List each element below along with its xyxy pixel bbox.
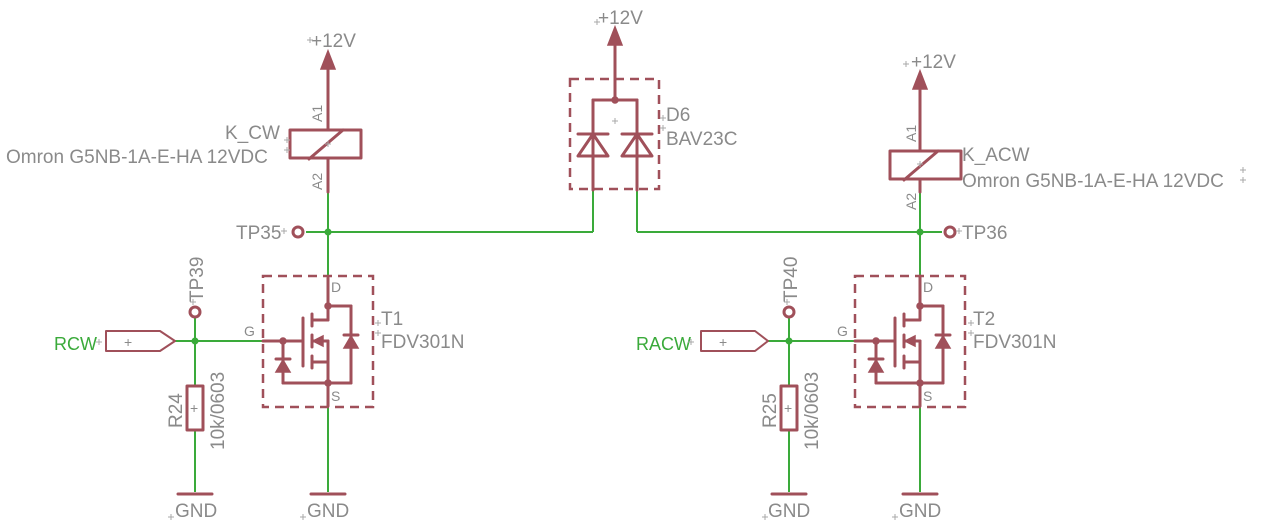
relay-k-cw: A1 A2 K_CW Omron G5NB-1A-E-HA 12VDC [6,105,363,194]
testpoint-tp40: TP40 [781,257,802,319]
gate-label: G [837,323,848,339]
port-symbol: + [124,334,132,350]
resistor-value: 10k/0603 [802,372,823,450]
ground-label: GND [175,501,217,522]
relay-value: Omron G5NB-1A-E-HA 12VDC [6,147,268,168]
mosfet-t1: G D S T1 FDV301N [244,274,464,409]
wires [175,190,942,492]
ground-3: GND [768,492,810,522]
testpoint-label: TP35 [236,223,281,244]
net-label: RACW [636,334,691,354]
origin-marks [96,19,1246,520]
testpoint-tp35: TP35 [236,223,305,244]
ground-label: GND [768,501,810,522]
relay-pin-a2: A2 [903,193,919,210]
diode-value: BAV23C [666,129,737,150]
diode-d6: D6 BAV23C [568,77,737,192]
relay-name: K_CW [225,123,280,144]
relay-k-acw: A1 A2 K_ACW Omron G5NB-1A-E-HA 12VDC [888,125,1224,210]
resistor-name: R24 [166,393,187,428]
gate-label: G [244,323,255,339]
resistor-name: R25 [760,393,781,428]
supply-12v-right: +12V [911,52,956,150]
ground-label: GND [307,501,349,522]
drain-label: D [923,279,933,295]
ground-label: GND [899,501,941,522]
mosfet-value: FDV301N [973,332,1056,353]
testpoint-label: TP36 [962,223,1007,244]
supply-12v-left: +12V [311,31,356,130]
relay-name: K_ACW [962,145,1030,166]
net-label: RCW [54,334,97,354]
resistor-r24: + R24 10k/0603 [166,372,229,450]
drain-label: D [331,279,341,295]
mosfet-t2: G D S T2 FDV301N [837,274,1056,409]
ground-4: GND [899,492,941,522]
source-label: S [923,388,932,404]
mosfet-name: T2 [973,309,995,330]
net-port-racw: + RACW [636,330,769,354]
testpoint-tp36: TP36 [943,223,1007,244]
port-symbol: + [719,334,727,350]
net-port-rcw: + RCW [54,330,176,354]
ground-1: GND [175,492,217,522]
ground-2: GND [307,492,349,522]
relay-pin-a1: A1 [903,125,919,142]
relay-pin-a2: A2 [309,173,325,190]
testpoint-label: TP40 [781,257,802,302]
diode-name: D6 [666,105,690,126]
mosfet-name: T1 [381,309,403,330]
resistor-value: 10k/0603 [208,372,229,450]
mosfet-value: FDV301N [381,332,464,353]
supply-label: +12V [911,52,956,73]
source-label: S [331,388,340,404]
resistor-r25: + R25 10k/0603 [760,372,823,450]
supply-12v-center: +12V [598,8,643,102]
relay-pin-a1: A1 [309,105,325,122]
supply-label: +12V [598,8,643,29]
relay-value: Omron G5NB-1A-E-HA 12VDC [962,171,1224,192]
origin-mark: + [784,400,792,416]
origin-mark: + [190,400,198,416]
testpoint-label: TP39 [187,257,208,302]
testpoint-tp39: TP39 [187,257,208,319]
supply-label: +12V [311,31,356,52]
